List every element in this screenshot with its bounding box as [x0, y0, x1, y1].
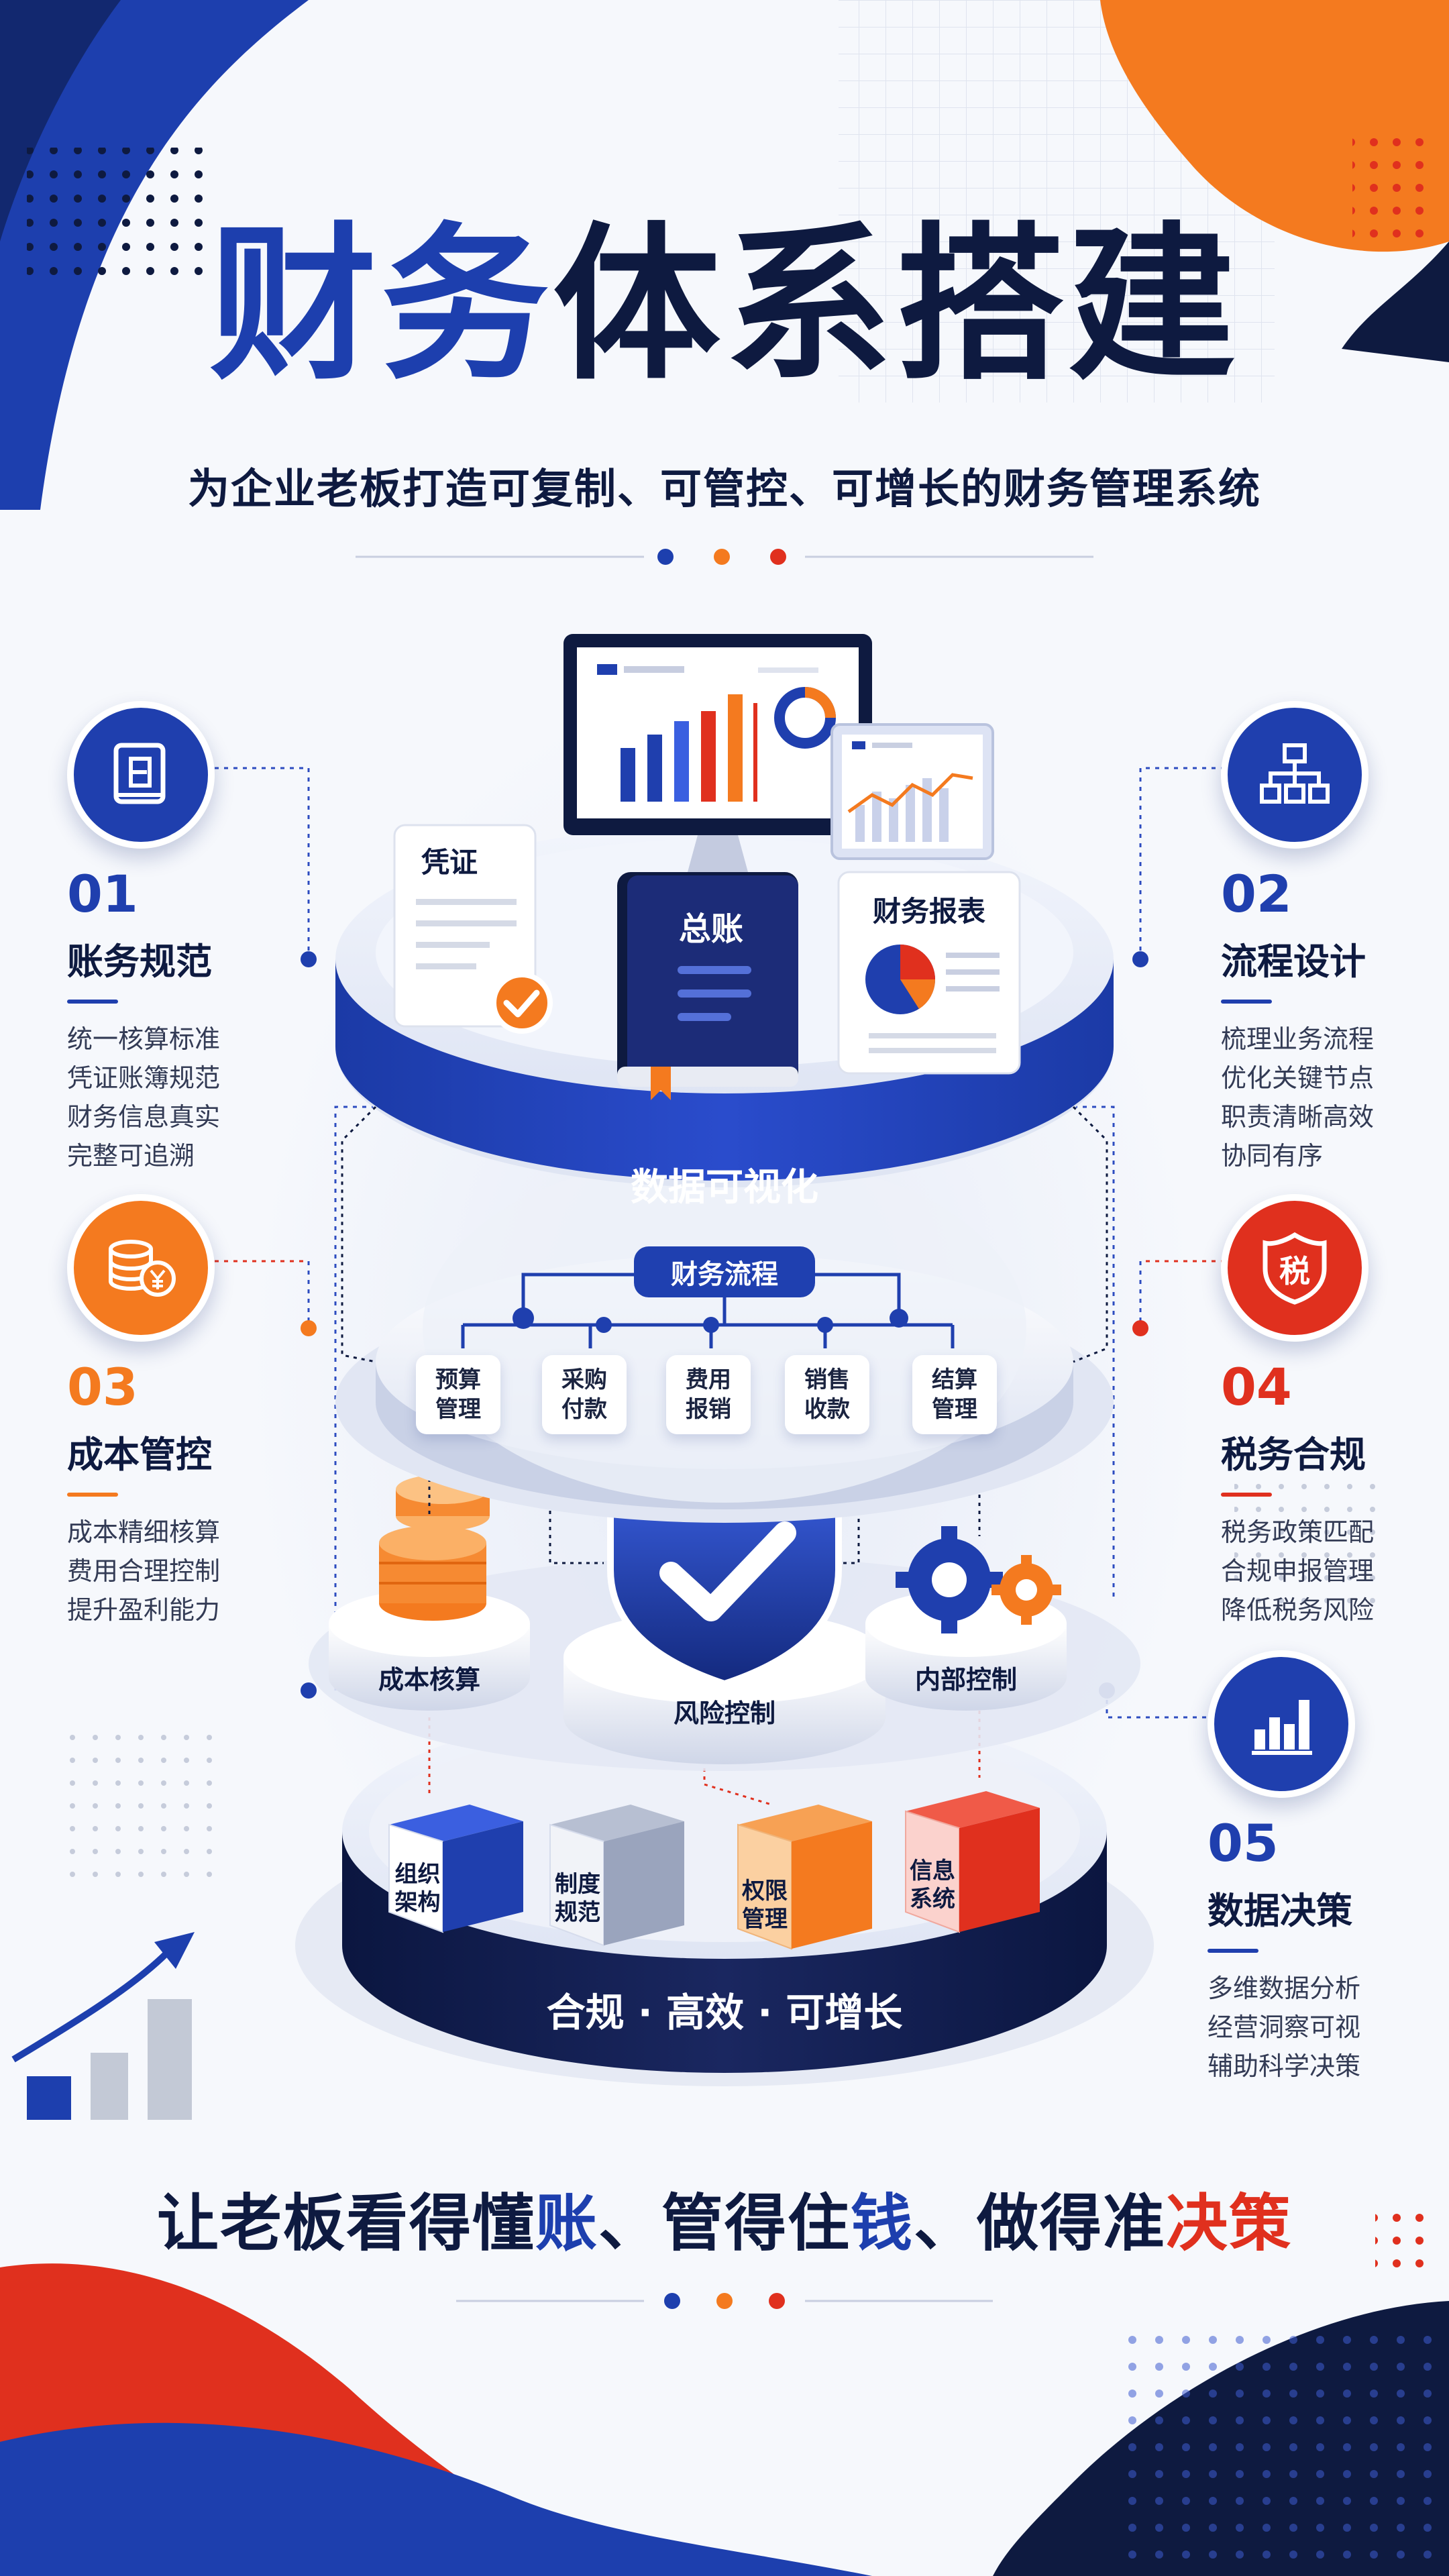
feature-02-desc: 梳理业务流程 优化关键节点 职责清晰高效 协同有序: [1221, 1020, 1374, 1175]
gears-icon: [896, 1526, 1061, 1633]
feature-01-line-1: 统一核算标准: [67, 1024, 221, 1054]
feature-01-line-3: 财务信息真实: [67, 1102, 221, 1132]
feature-04-name: 税务合规: [1221, 1434, 1366, 1476]
divider-dots-top: [657, 549, 786, 565]
tax-shield-icon: 税: [1261, 1231, 1328, 1305]
bottom-slogan: 让老板看得懂账、管得住钱、做得准决策: [0, 2174, 1449, 2263]
risk-control-label: 风险控制: [673, 1698, 775, 1728]
feature-05-number: 05: [1208, 1813, 1279, 1873]
feature-03-icon-circle: [67, 1194, 215, 1342]
cube-permission: [737, 1805, 872, 1950]
internal-control-label: 内部控制: [914, 1664, 1017, 1695]
flow-node-settlement: 结算 管理: [912, 1355, 997, 1434]
page-subtitle: 为企业老板打造可复制、可管控、可增长的财务管理系统: [187, 464, 1261, 513]
slogan-part-3: 、做得准: [914, 2188, 1167, 2259]
ledger-label: 总账: [678, 910, 743, 948]
feature-05: 05 数据决策 多维数据分析 经营洞察可视 辅助科学决策: [1208, 1650, 1360, 2086]
cube-rules: [549, 1805, 684, 1947]
feature-03-number: 03: [67, 1357, 138, 1417]
coin-stack-icon: [379, 1474, 490, 1621]
coins-yuan-icon: [109, 1240, 176, 1297]
voucher-document-icon: [393, 824, 553, 1034]
cube-label-rules: 制度 规范: [555, 1871, 600, 1926]
feature-05-line-2: 经营洞察可视: [1208, 2012, 1361, 2042]
data-visualization-band-label: 数据可视化: [631, 1165, 818, 1210]
org-chart-icon: [1260, 743, 1330, 804]
feature-02-bar: [1221, 1000, 1272, 1004]
feature-05-icon-circle: [1208, 1650, 1355, 1798]
cost-accounting-label: 成本核算: [378, 1664, 480, 1695]
slogan-key-1: 账: [535, 2188, 598, 2259]
feature-05-line-1: 多维数据分析: [1208, 1974, 1361, 2003]
feature-01-desc: 统一核算标准 凭证账簿规范 财务信息真实 完整可追溯: [67, 1020, 220, 1175]
feature-01-icon-circle: [67, 701, 215, 849]
feature-01-bar: [67, 1000, 118, 1004]
feature-03-line-3: 提升盈利能力: [67, 1595, 221, 1625]
cube-info: [905, 1791, 1040, 1933]
title-main: 体系搭建: [553, 207, 1240, 402]
slogan-part-2: 、管得住: [598, 2188, 851, 2259]
feature-02-line-3: 职责清晰高效: [1221, 1102, 1375, 1132]
report-label: 财务报表: [872, 894, 985, 928]
cube-label-org: 组织 架构: [394, 1861, 441, 1916]
feature-03-line-2: 费用合理控制: [67, 1556, 221, 1586]
divider-dots-bottom: [664, 2293, 785, 2309]
tablet-chart-icon: [830, 723, 994, 860]
feature-04-desc: 税务政策匹配 合规申报管理 降低税务风险: [1221, 1513, 1374, 1629]
feature-01-line-2: 凭证账簿规范: [67, 1063, 221, 1093]
flow-node-budget: 预算 管理: [416, 1355, 500, 1434]
feature-05-line-3: 辅助科学决策: [1208, 2051, 1361, 2081]
feature-05-bar: [1208, 1949, 1258, 1953]
feature-01-name: 账务规范: [67, 941, 212, 983]
feature-03: 03 成本管控 成本精细核算 费用合理控制 提升盈利能力: [67, 1194, 220, 1629]
slogan-part-1: 让老板看得懂: [156, 2188, 535, 2259]
financial-report-icon: [837, 871, 1021, 1075]
flow-node-procurement: 采购 付款: [542, 1355, 627, 1434]
cube-label-info: 信息 系统: [910, 1858, 955, 1913]
feature-03-desc: 成本精细核算 费用合理控制 提升盈利能力: [67, 1513, 220, 1629]
ledger-book-icon: [113, 743, 166, 804]
feature-05-desc: 多维数据分析 经营洞察可视 辅助科学决策: [1208, 1969, 1360, 2086]
page-title: 财务体系搭建: [0, 221, 1449, 389]
tax-shield-icon-text: 税: [1279, 1253, 1310, 1289]
flow-node-expense: 费用 报销: [666, 1355, 751, 1434]
feature-02-number: 02: [1221, 864, 1292, 924]
feature-02-line-1: 梳理业务流程: [1221, 1024, 1375, 1054]
finance-flow-root: 财务流程: [634, 1246, 815, 1297]
voucher-label: 凭证: [421, 845, 478, 879]
bar-chart-icon: [1252, 1700, 1312, 1755]
feature-04-icon-circle: 税: [1221, 1194, 1368, 1342]
cube-org: [388, 1805, 523, 1933]
flow-node-sales: 销售 收款: [785, 1355, 869, 1434]
feature-04-number: 04: [1221, 1357, 1292, 1417]
feature-03-name: 成本管控: [67, 1434, 212, 1476]
feature-04-line-3: 降低税务风险: [1221, 1595, 1375, 1625]
feature-04: 税 04 税务合规 税务政策匹配 合规申报管理 降低税务风险: [1221, 1194, 1374, 1629]
feature-02-line-4: 协同有序: [1221, 1141, 1324, 1171]
feature-03-bar: [67, 1493, 118, 1497]
cube-label-permission: 权限 管理: [742, 1878, 788, 1933]
base-band-label: 合规 · 高效 · 可增长: [546, 1990, 903, 2035]
feature-02: 02 流程设计 梳理业务流程 优化关键节点 职责清晰高效 协同有序: [1221, 701, 1374, 1175]
feature-05-name: 数据决策: [1208, 1890, 1352, 1932]
feature-01-line-4: 完整可追溯: [67, 1141, 195, 1171]
feature-01-number: 01: [67, 864, 138, 924]
feature-02-line-2: 优化关键节点: [1221, 1063, 1375, 1093]
feature-01: 01 账务规范 统一核算标准 凭证账簿规范 财务信息真实 完整可追溯: [67, 701, 220, 1175]
feature-04-bar: [1221, 1493, 1272, 1497]
feature-04-line-1: 税务政策匹配: [1221, 1517, 1375, 1547]
feature-02-name: 流程设计: [1221, 941, 1366, 983]
slogan-key-2: 钱: [851, 2188, 914, 2259]
feature-04-line-2: 合规申报管理: [1221, 1556, 1375, 1586]
slogan-key-3: 决策: [1166, 2188, 1293, 2259]
feature-02-icon-circle: [1221, 701, 1368, 849]
title-highlight: 财务: [209, 207, 553, 402]
ledger-book-icon: [617, 872, 798, 1100]
feature-03-line-1: 成本精细核算: [67, 1517, 221, 1547]
